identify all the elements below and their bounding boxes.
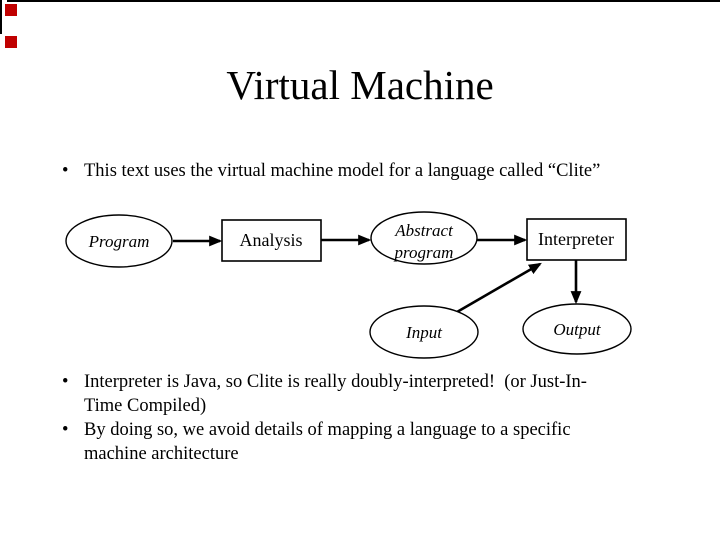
accent-square-top	[5, 4, 17, 16]
bullet-marker: •	[62, 161, 69, 181]
bullet-text: This text uses the virtual machine model…	[84, 159, 600, 183]
bullet-text: Interpreter is Java, so Clite is really …	[84, 370, 587, 418]
node-abstract-program-label-line2: program	[394, 243, 454, 262]
slide-title: Virtual Machine	[226, 62, 494, 108]
left-edge-rule	[0, 0, 2, 34]
bullet-marker: •	[62, 372, 69, 392]
node-abstract-program	[370, 211, 478, 265]
corner-decoration	[5, 4, 17, 48]
top-edge-rule	[7, 0, 720, 2]
node-program	[65, 214, 173, 268]
node-input	[369, 305, 479, 359]
node-analysis	[221, 219, 322, 262]
bullet-line: By doing so, we avoid details of mapping…	[84, 420, 571, 440]
arrow-input-to-interpreter	[456, 262, 542, 314]
bullet-line: Interpreter is Java, so Clite is really …	[84, 372, 587, 392]
bullet-item: • This text uses the virtual machine mod…	[62, 159, 600, 183]
bullet-item: • Interpreter is Java, so Clite is reall…	[62, 370, 587, 418]
node-interpreter-label: Interpreter	[538, 229, 614, 249]
node-output	[522, 303, 632, 355]
node-output-label: Output	[553, 320, 602, 339]
node-input-label: Input	[405, 323, 443, 342]
bullet-marker: •	[62, 420, 69, 440]
bullet-text: By doing so, we avoid details of mapping…	[84, 418, 571, 466]
node-interpreter	[526, 218, 627, 261]
node-abstract-program-label-line1: Abstract	[394, 221, 454, 240]
bullet-line: Time Compiled)	[84, 396, 207, 416]
node-program-label: Program	[88, 232, 150, 251]
bullet-line: machine architecture	[84, 444, 239, 464]
node-analysis-label: Analysis	[240, 230, 303, 250]
bullet-item: • By doing so, we avoid details of mappi…	[62, 418, 571, 466]
vm-flow-diagram: Program Analysis Abstract program Interp…	[65, 211, 632, 359]
accent-square-bottom	[5, 36, 17, 48]
bullet-line: This text uses the virtual machine model…	[84, 161, 601, 181]
